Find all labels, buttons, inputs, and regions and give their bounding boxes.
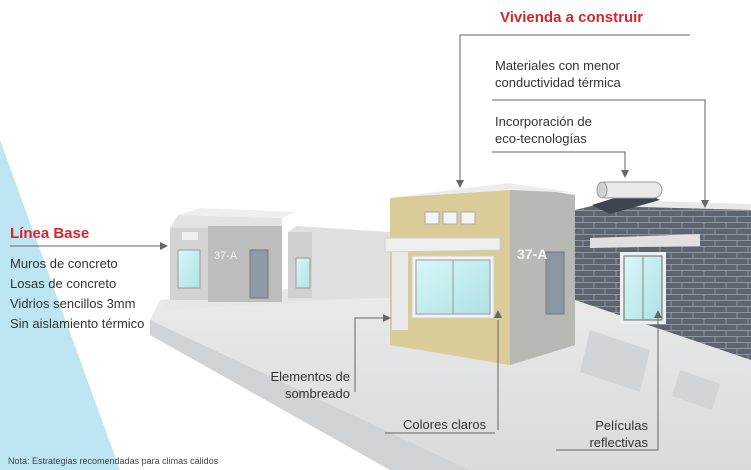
solar-water-heater-icon [592,181,663,214]
sky-wedge [0,140,120,470]
label-films-line1: Películas [595,418,648,433]
title-baseline: Línea Base [10,225,90,242]
footnote: Nota: Estrategias recomendadas para clim… [8,456,219,466]
baseline-item-1: Muros de concreto [10,256,118,271]
label-materials-line1: Materiales con menor [495,58,620,73]
baseline-item-3: Vidrios sencillos 3mm [10,296,136,311]
label-materials-line2: conductividad térmica [495,75,621,90]
label-films-line2: reflectivas [589,435,648,450]
baseline-house [170,208,296,302]
baseline-item-4: Sin aislamiento térmico [10,316,145,331]
label-light-colors: Colores claros [403,417,487,432]
label-shading-line1: Elementos de [270,369,351,384]
label-eco-line2: eco-tecnologías [495,131,587,146]
leader-lines [10,34,706,451]
title-new-house: Vivienda a construir [500,9,644,26]
label-eco-line1: Incorporación de [495,114,592,129]
baseline-item-2: Losas de concreto [10,276,117,291]
main-house [384,183,578,365]
label-shading-line2: sombreado [284,386,350,401]
house-number-main: 37-A [517,246,548,262]
baseline-house-2 [288,226,390,300]
house-number-baseline: 37-A [214,250,238,262]
arrowheads [160,170,709,322]
